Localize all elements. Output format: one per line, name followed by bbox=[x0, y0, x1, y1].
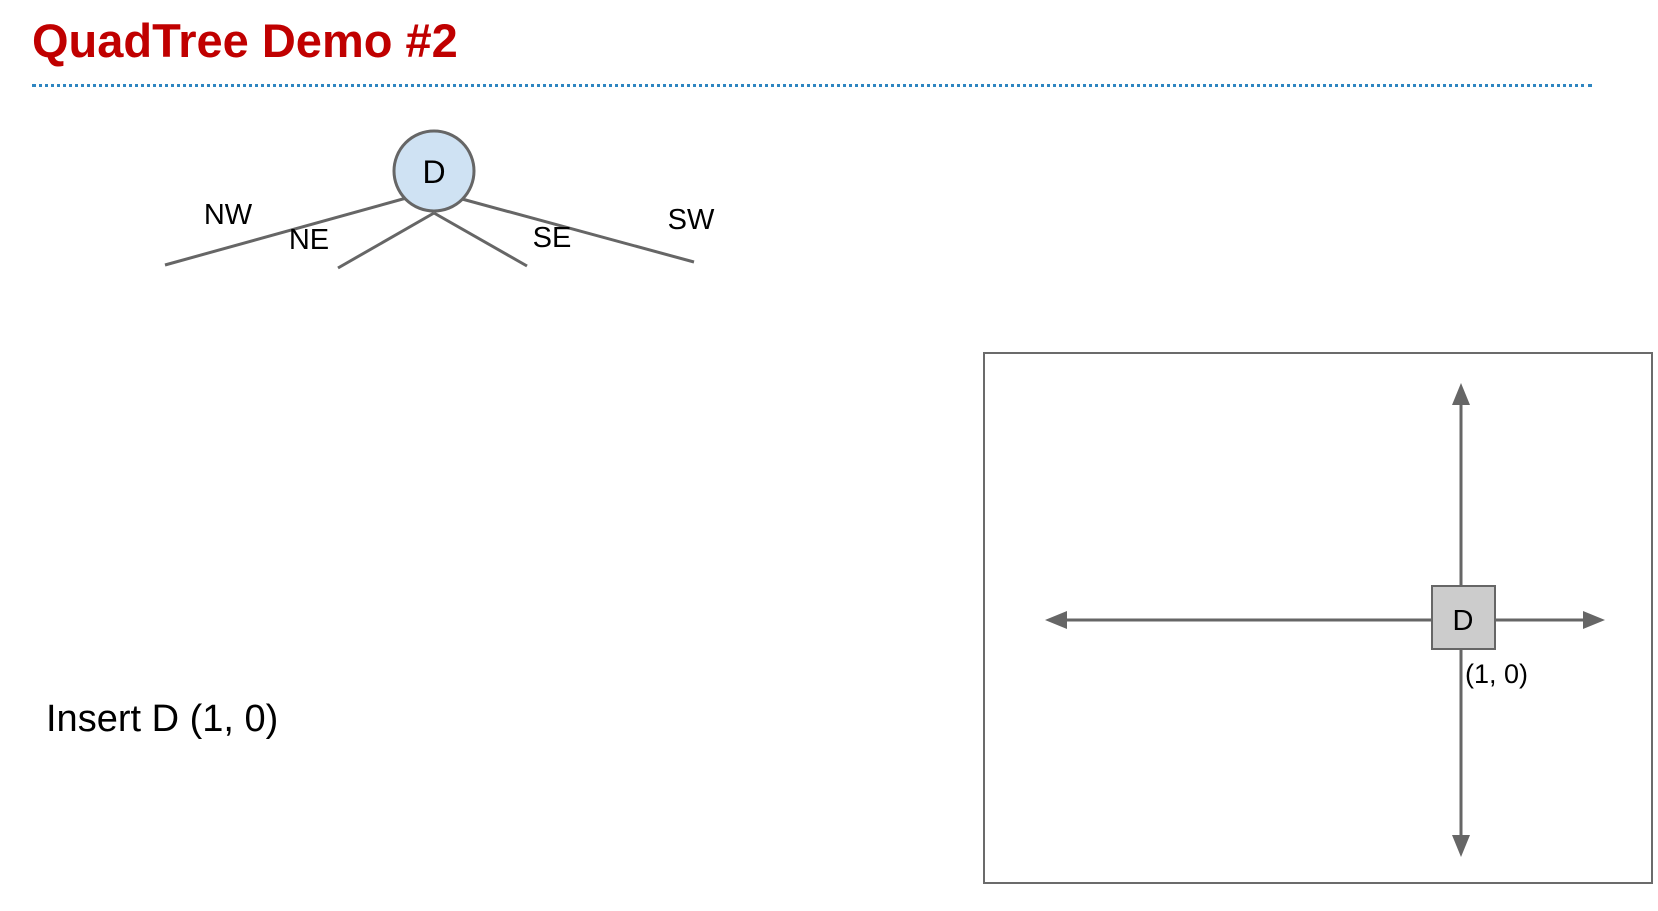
arrow-right-icon bbox=[1583, 611, 1605, 629]
branch-label-nw: NW bbox=[204, 199, 253, 231]
plane-canvas: D (1, 0) bbox=[1045, 383, 1605, 857]
point-label: D bbox=[1453, 605, 1474, 637]
slide-title: QuadTree Demo #2 bbox=[32, 14, 458, 67]
root-node-label: D bbox=[422, 154, 445, 190]
insert-caption: Insert D (1, 0) bbox=[46, 698, 279, 740]
root-node bbox=[392, 129, 476, 213]
branch-line-sw bbox=[461, 197, 695, 264]
coordinate-plane: D (1, 0) bbox=[983, 352, 1653, 884]
arrow-up-icon bbox=[1452, 383, 1470, 405]
arrow-down-icon bbox=[1452, 835, 1470, 857]
branch-label-se: SE bbox=[533, 222, 572, 254]
branch-line-ne bbox=[337, 211, 435, 270]
branch-line-se bbox=[433, 211, 528, 268]
arrow-left-icon bbox=[1045, 611, 1067, 629]
branch-line-nw bbox=[164, 195, 411, 267]
point-box bbox=[1431, 585, 1496, 650]
point-coordinates: (1, 0) bbox=[1465, 659, 1528, 689]
branch-label-sw: SW bbox=[668, 204, 715, 236]
branch-label-ne: NE bbox=[289, 224, 329, 256]
quadtree-diagram: D NW NE SE SW bbox=[164, 129, 715, 270]
title-divider bbox=[32, 84, 1592, 87]
